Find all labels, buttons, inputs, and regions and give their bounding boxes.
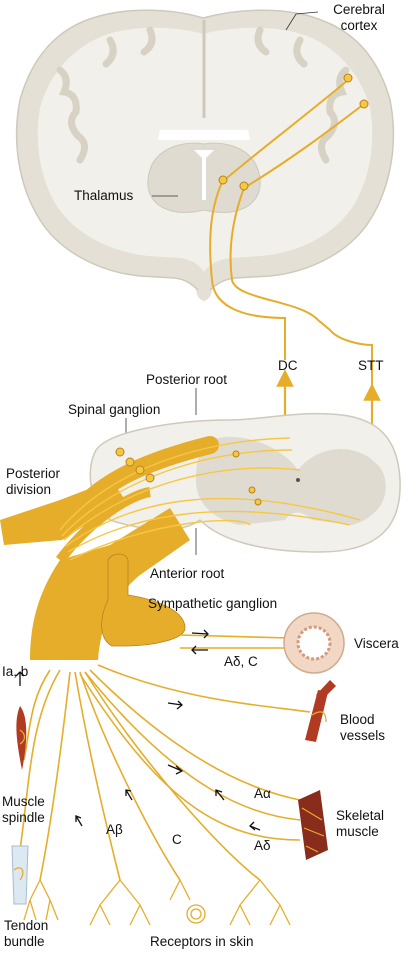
- cerebral-cortex-label: Cerebral cortex: [320, 2, 398, 34]
- dc-label: DC: [278, 358, 298, 373]
- posterior-division-line2: division: [6, 482, 52, 497]
- skeletal-muscle-shape: [298, 790, 328, 860]
- viscera-shape: [283, 612, 345, 674]
- spinal-ganglion-label: Spinal ganglion: [68, 402, 161, 417]
- blood-vessels-line1: Blood: [340, 712, 375, 727]
- skin-receptors: [23, 879, 291, 926]
- blood-vessels-line2: vessels: [340, 728, 386, 743]
- skeletal-muscle-label: Skeletal muscle: [336, 808, 384, 840]
- afferent-fibers: [59, 437, 361, 561]
- direction-arrows: [15, 629, 261, 831]
- tendon-bundle-shape: [11, 845, 29, 905]
- cerebral-cortex-line2: cortex: [340, 18, 378, 33]
- posterior-division-line1: Posterior: [6, 466, 61, 481]
- tendon-bundle-line1: Tendon: [4, 918, 49, 933]
- blood-vessel-shape: [305, 680, 336, 742]
- cerebral-cortex-line1: Cerebral: [333, 2, 385, 17]
- receptors-in-skin-label: Receptors in skin: [150, 934, 254, 949]
- a-delta-c-label: Aδ, C: [224, 654, 258, 669]
- tendon-bundle-label: Tendon bundle: [4, 918, 48, 950]
- a-alpha-label: Aα: [254, 786, 271, 801]
- stt-label: STT: [358, 358, 384, 373]
- a-beta-label: Aβ: [106, 822, 123, 837]
- muscle-spindle-line2: spindle: [2, 810, 45, 825]
- sympathetic-ganglion-label: Sympathetic ganglion: [148, 596, 278, 611]
- posterior-root-label: Posterior root: [146, 372, 228, 387]
- skeletal-muscle-line2: muscle: [336, 824, 379, 839]
- anterior-root-label: Anterior root: [150, 566, 225, 581]
- neuron-cell-bodies: [218, 73, 369, 191]
- muscle-spindle-shape: [16, 706, 27, 770]
- posterior-division-label: Posterior division: [6, 466, 60, 498]
- peripheral-fibers: [19, 634, 311, 881]
- brain-cross-section: [15, 9, 395, 303]
- viscera-label: Viscera: [354, 636, 399, 651]
- skeletal-muscle-line1: Skeletal: [336, 808, 385, 823]
- ia-b-label: Ia, b: [2, 664, 29, 679]
- ganglion-cells: [115, 447, 262, 506]
- a-delta-label: Aδ: [254, 838, 271, 853]
- thalamus-label: Thalamus: [74, 188, 134, 203]
- c-fiber-label: C: [172, 832, 182, 847]
- tendon-bundle-line2: bundle: [4, 934, 45, 949]
- ascending-tracts: [209, 79, 373, 390]
- sympathetic-ganglion-shape: [101, 553, 186, 647]
- blood-vessels-label: Blood vessels: [340, 712, 385, 744]
- muscle-spindle-line1: Muscle: [2, 794, 45, 809]
- muscle-spindle-label: Muscle spindle: [2, 794, 45, 826]
